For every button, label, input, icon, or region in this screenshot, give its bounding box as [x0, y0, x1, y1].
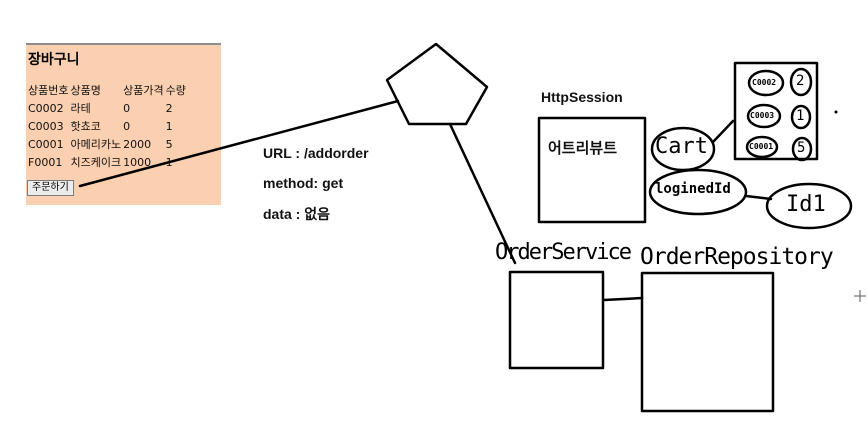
loginedid-value-line — [744, 194, 773, 201]
cart-cell: 아메리카노 — [70, 138, 122, 151]
item-code-label: C0001 — [749, 142, 774, 151]
request-arrow-line — [78, 99, 400, 188]
cart-panel: 장바구니 상품번호 상품명 상품가격 수량 C0002 라테 0 2 C0003… — [26, 43, 221, 205]
cart-cell: 0 — [123, 119, 131, 133]
col-header-name: 상품명 — [70, 84, 101, 97]
item-qty-ellipse — [790, 104, 812, 130]
cart-items-box — [733, 61, 819, 161]
order-repository-label: OrderRepository — [640, 244, 834, 270]
cart-row: C0003 핫쵸코 0 1 — [28, 117, 188, 135]
cart-table: 상품번호 상품명 상품가격 수량 C0002 라테 0 2 C0003 핫쵸코 … — [28, 81, 188, 171]
cart-cell: C0002 — [28, 101, 64, 115]
cart-cell: 1000 — [123, 155, 152, 169]
loginedid-label: loginedId — [655, 181, 731, 197]
cart-cell: C0003 — [28, 119, 64, 133]
cart-cell: F0001 — [28, 155, 63, 169]
cart-row: C0002 라테 0 2 — [28, 99, 188, 117]
order-service-label: OrderService — [495, 240, 632, 265]
item-qty-ellipse — [791, 136, 813, 162]
order-button[interactable]: 주문하기 — [27, 180, 74, 196]
item-qty-ellipse — [789, 67, 813, 97]
item-code-ellipse — [747, 69, 785, 97]
loginedid-ellipse — [648, 168, 748, 216]
request-method: method: get — [263, 175, 344, 191]
attribute-box — [537, 116, 647, 224]
cart-row: C0001 아메리카노 2000 5 — [28, 135, 188, 153]
request-url: URL : /addorder — [263, 145, 369, 161]
cart-title: 장바구니 — [28, 52, 80, 68]
col-header-code: 상품번호 — [28, 84, 69, 97]
cursor-crosshair — [854, 290, 866, 302]
item-qty-label: 5 — [797, 140, 806, 156]
cart-cell: C0001 — [28, 137, 64, 151]
col-header-qty: 수량 — [165, 84, 186, 97]
cart-cell: 1 — [165, 119, 173, 133]
cart-header-row: 상품번호 상품명 상품가격 수량 — [28, 81, 188, 99]
col-header-price: 상품가격 — [123, 84, 164, 97]
dot-mark — [834, 110, 838, 114]
item-code-ellipse — [745, 135, 779, 159]
cart-cell: 2 — [165, 101, 173, 115]
cart-cell: 치즈케이크 — [70, 156, 122, 169]
item-code-label: C0002 — [752, 78, 777, 87]
order-repository-box — [640, 271, 775, 413]
cart-cell: 5 — [165, 137, 173, 151]
item-code-ellipse — [746, 103, 782, 129]
item-code-label: C0003 — [750, 111, 775, 120]
service-repository-line — [602, 296, 644, 302]
cart-items-line — [711, 119, 735, 144]
attribute-label: 어트리뷰트 — [548, 139, 618, 157]
item-qty-label: 2 — [796, 73, 805, 89]
controller-pentagon — [385, 42, 489, 126]
id-value-ellipse — [765, 182, 853, 230]
id-value-label: Id1 — [786, 192, 826, 217]
session-title: HttpSession — [541, 89, 623, 105]
item-qty-label: 1 — [796, 108, 805, 124]
request-data: data : 없음 — [263, 206, 330, 222]
cart-cell: 라테 — [70, 102, 91, 115]
cart-cell: 2000 — [123, 137, 152, 151]
order-service-box — [508, 270, 605, 370]
controller-service-line — [448, 122, 517, 265]
cart-label: Cart — [655, 134, 708, 159]
cart-cell: 핫쵸코 — [70, 120, 101, 133]
cart-cell: 0 — [123, 101, 131, 115]
